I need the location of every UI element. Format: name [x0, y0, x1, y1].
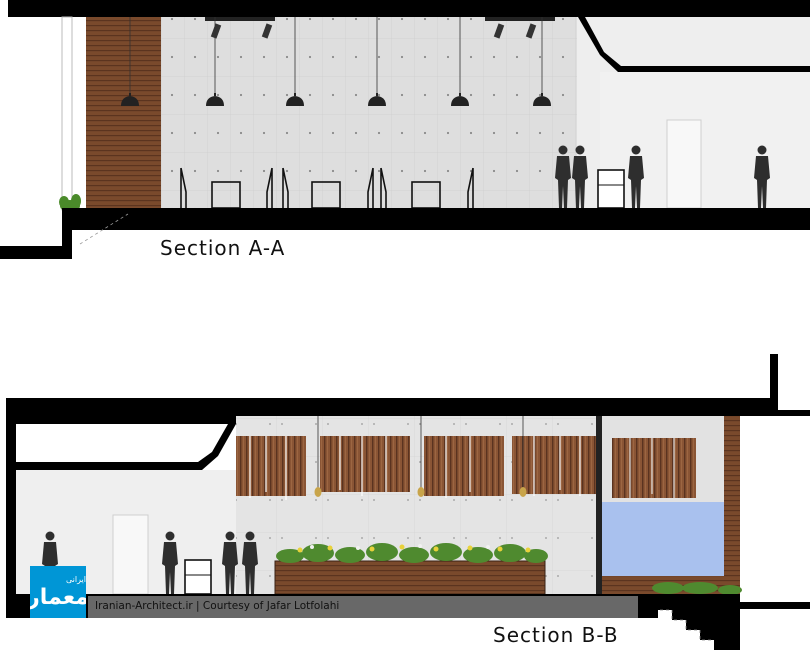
section-a-a-label: Section A-A	[160, 236, 286, 260]
svg-text:معمار: معمار	[30, 585, 86, 610]
section-b-b-label: Section B-B	[493, 623, 619, 647]
svg-text:ایرانی: ایرانی	[66, 575, 86, 584]
iranian-architect-logo: معمار ایرانی	[30, 566, 86, 618]
logo-mark-icon: معمار ایرانی	[30, 566, 86, 618]
section-a-a	[0, 0, 810, 259]
credit-bar	[88, 596, 638, 618]
credit-text: Iranian-Architect.ir | Courtesy of Jafar…	[95, 600, 340, 612]
